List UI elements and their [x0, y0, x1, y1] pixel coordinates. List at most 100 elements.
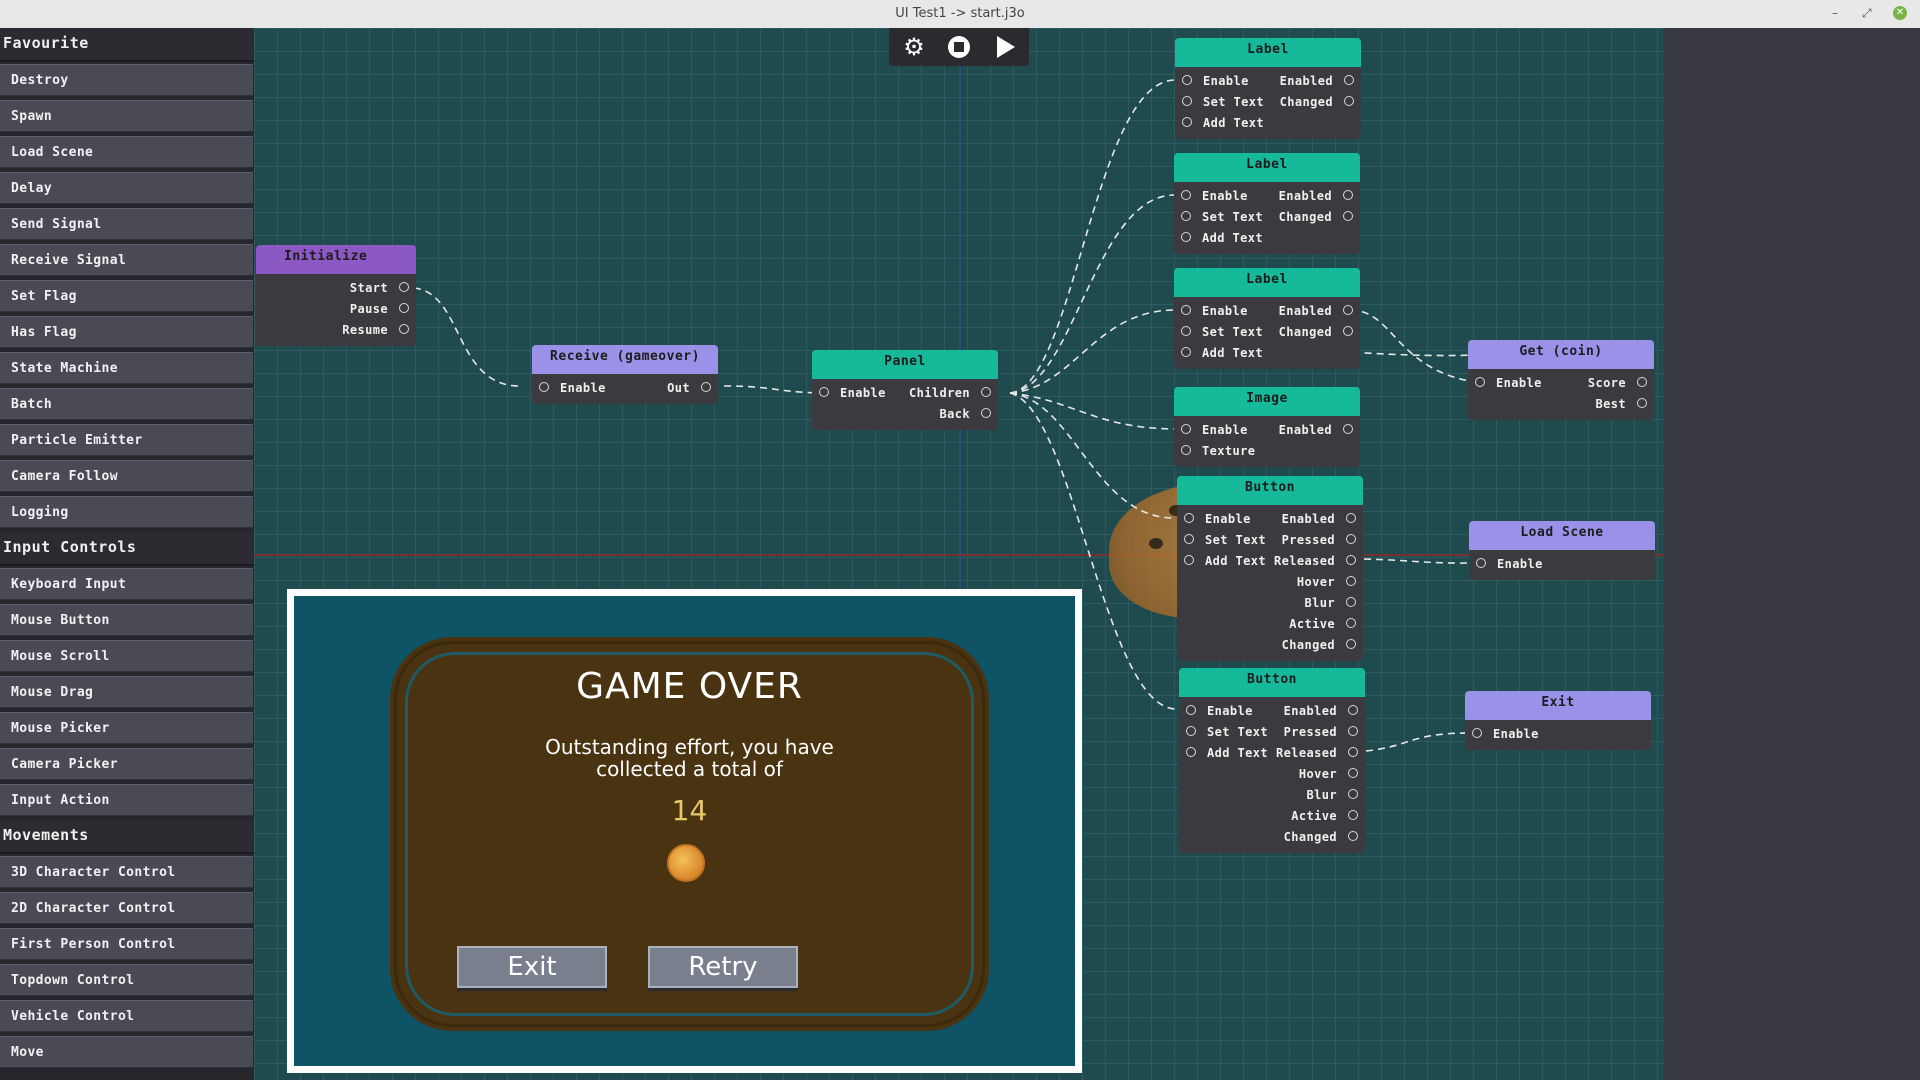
- node-title[interactable]: Panel: [812, 350, 998, 379]
- stop-icon[interactable]: [944, 32, 974, 62]
- sidebar-item[interactable]: Delay: [0, 172, 253, 204]
- play-icon[interactable]: [989, 32, 1019, 62]
- input-port-icon[interactable]: [1184, 534, 1194, 544]
- close-icon[interactable]: ✕: [1893, 6, 1907, 20]
- sidebar-item[interactable]: Move: [0, 1036, 253, 1068]
- output-port-icon[interactable]: [1348, 768, 1358, 778]
- node-title[interactable]: Exit: [1465, 691, 1651, 720]
- sidebar-item[interactable]: Particle Emitter: [0, 424, 253, 456]
- output-port-icon[interactable]: [1348, 789, 1358, 799]
- sidebar-item[interactable]: 2D Character Control: [0, 892, 253, 924]
- output-port-icon[interactable]: [1346, 555, 1356, 565]
- sidebar-item[interactable]: Input Action: [0, 784, 253, 816]
- input-port-icon[interactable]: [1184, 555, 1194, 565]
- input-port-icon[interactable]: [1475, 377, 1485, 387]
- minimize-icon[interactable]: –: [1832, 6, 1838, 20]
- sidebar-item[interactable]: State Machine: [0, 352, 253, 384]
- node-title[interactable]: Label: [1174, 153, 1360, 182]
- output-port-icon[interactable]: [1348, 831, 1358, 841]
- sidebar-item[interactable]: Send Signal: [0, 208, 253, 240]
- output-port-icon[interactable]: [1343, 211, 1353, 221]
- input-port-icon[interactable]: [1181, 347, 1191, 357]
- input-port-icon[interactable]: [1186, 747, 1196, 757]
- input-port-icon[interactable]: [1184, 513, 1194, 523]
- output-port-icon[interactable]: [981, 408, 991, 418]
- sidebar-item[interactable]: Spawn: [0, 100, 253, 132]
- output-port-icon[interactable]: [1346, 513, 1356, 523]
- output-port-icon[interactable]: [1348, 810, 1358, 820]
- restore-icon[interactable]: ⤢: [1862, 6, 1872, 20]
- sidebar-category-header[interactable]: Favourite: [0, 28, 254, 62]
- node-title[interactable]: Label: [1174, 268, 1360, 297]
- input-port-icon[interactable]: [1182, 75, 1192, 85]
- node-title[interactable]: Button: [1179, 668, 1365, 697]
- output-port-icon[interactable]: [1348, 747, 1358, 757]
- input-port-icon[interactable]: [1472, 728, 1482, 738]
- sidebar-item[interactable]: Vehicle Control: [0, 1000, 253, 1032]
- output-port-icon[interactable]: [1346, 576, 1356, 586]
- input-port-icon[interactable]: [1181, 190, 1191, 200]
- output-port-icon[interactable]: [701, 382, 711, 392]
- sidebar-item[interactable]: Batch: [0, 388, 253, 420]
- sidebar-item[interactable]: Load Scene: [0, 136, 253, 168]
- sidebar-item[interactable]: Keyboard Input: [0, 568, 253, 600]
- sidebar-item[interactable]: Has Flag: [0, 316, 253, 348]
- output-port-icon[interactable]: [1343, 424, 1353, 434]
- output-port-icon[interactable]: [1637, 377, 1647, 387]
- sidebar-item[interactable]: Mouse Scroll: [0, 640, 253, 672]
- input-port-icon[interactable]: [1181, 211, 1191, 221]
- output-port-icon[interactable]: [399, 282, 409, 292]
- sidebar-item[interactable]: 3D Character Control: [0, 856, 253, 888]
- input-port-icon[interactable]: [1181, 445, 1191, 455]
- sidebar-category-header[interactable]: Input Controls: [0, 532, 254, 566]
- node-title[interactable]: Button: [1177, 476, 1363, 505]
- node-title[interactable]: Load Scene: [1469, 521, 1655, 550]
- output-port-icon[interactable]: [1346, 618, 1356, 628]
- sidebar-item[interactable]: Receive Signal: [0, 244, 253, 276]
- input-port-icon[interactable]: [1476, 558, 1486, 568]
- output-port-icon[interactable]: [1348, 726, 1358, 736]
- sidebar-item[interactable]: Mouse Button: [0, 604, 253, 636]
- sidebar-category-header[interactable]: Movements: [0, 820, 254, 854]
- output-port-icon[interactable]: [1344, 75, 1354, 85]
- input-port-icon[interactable]: [1181, 305, 1191, 315]
- node-title[interactable]: Get (coin): [1468, 340, 1654, 369]
- output-port-icon[interactable]: [1346, 639, 1356, 649]
- input-port-icon[interactable]: [1181, 424, 1191, 434]
- node-title[interactable]: Initialize: [256, 245, 416, 274]
- sidebar-item[interactable]: Mouse Drag: [0, 676, 253, 708]
- output-port-icon[interactable]: [399, 303, 409, 313]
- input-port-icon[interactable]: [1182, 117, 1192, 127]
- input-port-icon[interactable]: [1186, 726, 1196, 736]
- sidebar-item[interactable]: First Person Control: [0, 928, 253, 960]
- sidebar-item[interactable]: Camera Follow: [0, 460, 253, 492]
- output-port-icon[interactable]: [1344, 96, 1354, 106]
- output-port-icon[interactable]: [1348, 705, 1358, 715]
- input-port-icon[interactable]: [539, 382, 549, 392]
- input-port-icon[interactable]: [1181, 326, 1191, 336]
- sidebar-item[interactable]: Camera Picker: [0, 748, 253, 780]
- retry-button[interactable]: Retry: [648, 946, 798, 988]
- input-port-icon[interactable]: [1182, 96, 1192, 106]
- node-title[interactable]: Image: [1174, 387, 1360, 416]
- sidebar-item[interactable]: Topdown Control: [0, 964, 253, 996]
- sidebar-item[interactable]: Logging: [0, 496, 253, 528]
- output-port-icon[interactable]: [1343, 190, 1353, 200]
- input-port-icon[interactable]: [1181, 232, 1191, 242]
- node-title[interactable]: Receive (gameover): [532, 345, 718, 374]
- sidebar-item[interactable]: Set Flag: [0, 280, 253, 312]
- output-port-icon[interactable]: [1637, 398, 1647, 408]
- input-port-icon[interactable]: [819, 387, 829, 397]
